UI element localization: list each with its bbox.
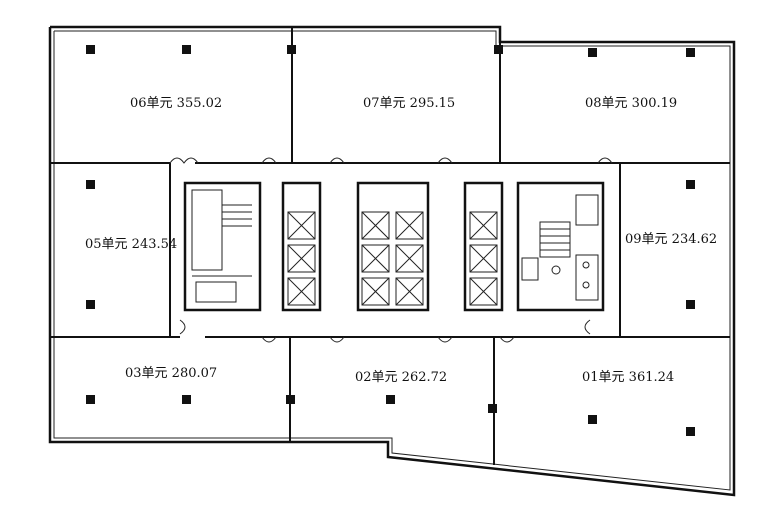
unit-partitions <box>50 27 730 465</box>
unit-label-06: 06单元 355.02 <box>130 96 222 111</box>
elevator-bank-3 <box>463 181 504 312</box>
exterior-wall <box>48 25 736 497</box>
unit-labels: 06单元 355.02 07单元 295.15 08单元 300.19 05单元… <box>85 96 717 385</box>
unit-label-03: 03单元 280.07 <box>125 366 217 381</box>
elevator-bank-1 <box>281 181 322 312</box>
unit-label-09: 09单元 234.62 <box>625 232 717 247</box>
unit-label-02: 02单元 262.72 <box>355 370 447 385</box>
unit-label-07: 07单元 295.15 <box>363 96 455 111</box>
unit-label-01: 01单元 361.24 <box>582 370 674 385</box>
unit-label-05: 05单元 243.54 <box>85 237 177 252</box>
core-left-stair <box>183 181 262 312</box>
corridor-doors <box>169 157 613 343</box>
unit-label-08: 08单元 300.19 <box>585 96 677 111</box>
core-right-toilets <box>516 181 605 312</box>
structural-columns <box>86 45 695 436</box>
elevator-bank-2 <box>356 181 430 312</box>
